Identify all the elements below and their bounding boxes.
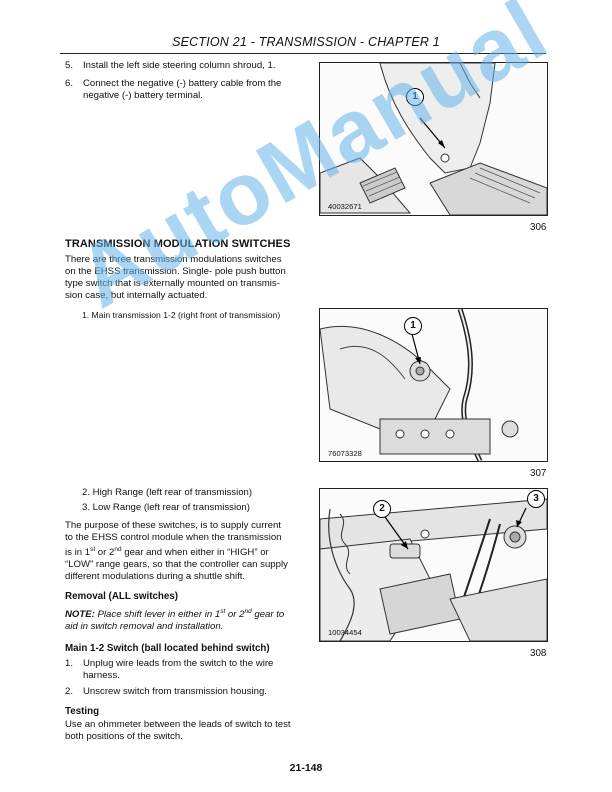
- step-text-line2: negative (-) battery terminal.: [83, 90, 203, 101]
- note-text: Place shift lever in either in 1: [94, 609, 221, 621]
- testing-line: Use an ohmmeter between the leads of swi…: [65, 719, 291, 730]
- step-5: 5. Install the left side steering column…: [65, 60, 295, 72]
- transmission-rear-illustration: [320, 498, 547, 641]
- figure-306-photo: 1 40032671: [319, 62, 548, 216]
- note-line: NOTE: Place shift lever in either in 1st…: [65, 606, 295, 621]
- superscript: nd: [114, 546, 122, 553]
- figure-code: 40032671: [328, 202, 362, 211]
- figure-number: 306: [530, 222, 547, 233]
- step-text-line1: Unplug wire leads from the switch to the…: [83, 658, 274, 669]
- superscript: st: [220, 608, 226, 615]
- callout-1: 1: [404, 317, 422, 335]
- page-header: SECTION 21 - TRANSMISSION - CHAPTER 1: [172, 35, 440, 49]
- figure-number: 308: [530, 648, 547, 659]
- purpose-text: is in 1: [65, 547, 91, 559]
- purpose-line: The purpose of these switches, is to sup…: [65, 520, 281, 531]
- purpose-text: gear and when either in “HIGH” or: [121, 547, 269, 559]
- intro-line: on the EHSS transmission. Single- pole p…: [65, 266, 286, 277]
- note-label: NOTE:: [65, 609, 95, 621]
- removal-heading: Removal (ALL switches): [65, 591, 179, 602]
- step-text-line2: harness.: [83, 670, 120, 681]
- step-number: 1.: [65, 658, 74, 669]
- testing-paragraph: Use an ohmmeter between the leads of swi…: [65, 719, 295, 743]
- testing-line: both positions of the switch.: [65, 731, 183, 742]
- figure-code: 76073328: [328, 449, 362, 458]
- callout-1: 1: [406, 88, 424, 106]
- callout-2: 2: [373, 500, 391, 518]
- purpose-paragraph: The purpose of these switches, is to sup…: [65, 520, 293, 583]
- steering-column-illustration: [320, 63, 547, 215]
- intro-paragraph: There are three transmission modulations…: [65, 254, 293, 302]
- header-rule: [60, 53, 546, 54]
- step-number: 5.: [65, 60, 74, 71]
- purpose-line: different modulations during a shuttle s…: [65, 571, 246, 583]
- superscript: nd: [244, 608, 252, 615]
- main12-step-1: 1. Unplug wire leads from the switch to …: [65, 658, 295, 682]
- intro-line: There are three transmission modulations…: [65, 254, 282, 265]
- intro-line: type switch that is externally mounted o…: [65, 278, 280, 289]
- switch-1-label: 1. Main transmission 1-2 (right front of…: [82, 310, 281, 320]
- transmission-front-illustration: [320, 309, 519, 461]
- switch-3-label: 3. Low Range (left rear of transmission): [82, 502, 250, 513]
- purpose-line: to the EHSS control module when the tran…: [65, 532, 282, 543]
- step-text: Install the left side steering column sh…: [83, 60, 276, 71]
- step-number: 2.: [65, 686, 74, 697]
- step-text-line1: Connect the negative (-) battery cable f…: [83, 78, 282, 89]
- section-heading: TRANSMISSION MODULATION SWITCHES: [65, 238, 291, 250]
- page-number: 21-148: [289, 762, 323, 774]
- step-6: 6. Connect the negative (-) battery cabl…: [65, 78, 305, 102]
- figure-308-photo: 2 3 10034454: [319, 488, 548, 642]
- note-text: gear to: [251, 609, 285, 621]
- step-text-line1: Unscrew switch from transmission housing…: [83, 686, 267, 697]
- superscript: st: [90, 546, 96, 553]
- testing-heading: Testing: [65, 706, 100, 717]
- switch-2-label: 2. High Range (left rear of transmission…: [82, 487, 253, 498]
- purpose-line: “LOW” range gears, so that the controlle…: [65, 559, 288, 571]
- figure-number: 307: [530, 468, 547, 479]
- figure-code: 10034454: [328, 628, 362, 637]
- removal-note: NOTE: Place shift lever in either in 1st…: [65, 606, 295, 633]
- note-line: aid in switch removal and installation.: [65, 621, 224, 633]
- step-number: 6.: [65, 78, 74, 89]
- purpose-line: is in 1st or 2nd gear and when either in…: [65, 544, 293, 559]
- purpose-text: or 2: [95, 547, 115, 559]
- note-text: or 2: [225, 609, 245, 621]
- main12-heading: Main 1-2 Switch (ball located behind swi…: [65, 643, 270, 654]
- main12-step-2: 2. Unscrew switch from transmission hous…: [65, 686, 295, 698]
- intro-line: sion case, but internally actuated.: [65, 290, 208, 301]
- figure-307-photo: 1 76073328: [319, 308, 548, 462]
- callout-3: 3: [527, 490, 545, 508]
